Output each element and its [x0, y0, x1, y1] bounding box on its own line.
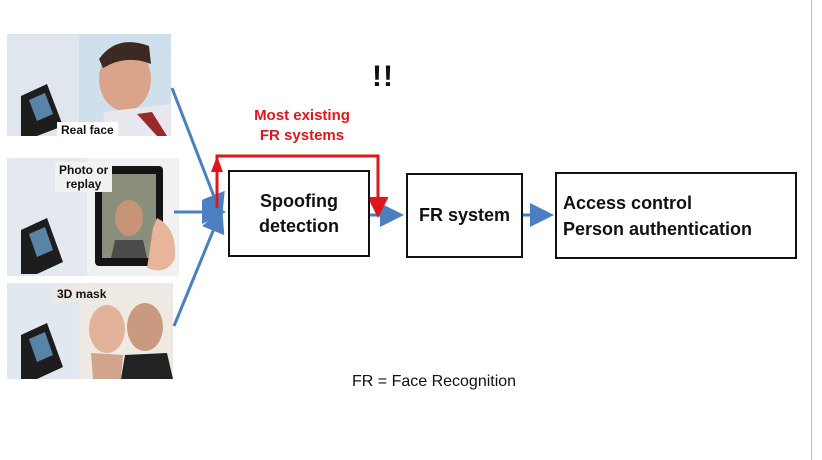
photo-replay-panel: Photo or replay: [7, 158, 179, 276]
photo-replay-label: Photo or replay: [55, 162, 113, 192]
arrow-real-face: [170, 87, 225, 218]
warning-mark: !!: [372, 60, 394, 93]
mask-label: 3D mask: [53, 286, 111, 302]
access-line-1: Access control: [563, 192, 693, 213]
fr-system-label: FR system: [418, 205, 511, 225]
access-line-2: Person authentication: [563, 218, 753, 239]
real-face-panel: Real face: [7, 34, 171, 136]
spoofing-line-2: detection: [258, 215, 339, 236]
spoofing-line-1: Spoofing: [260, 190, 338, 211]
arrow-mask: [172, 208, 225, 327]
slide-border: [811, 0, 812, 460]
footnote: FR = Face Recognition: [352, 373, 517, 390]
real-face-illustration: [7, 34, 171, 136]
real-face-label: Real face: [57, 122, 118, 136]
mask-panel: 3D mask: [7, 283, 173, 379]
bypass-path: [215, 154, 389, 218]
photo-replay-illustration: [7, 158, 179, 276]
bypass-start-arrowhead: [211, 156, 223, 172]
most-existing-fr-label: Most existing FR systems: [254, 107, 350, 144]
access-control-box: Access control Person authentication: [555, 172, 797, 259]
fr-system-box: FR system: [406, 173, 523, 258]
spoofing-detection-box: Spoofing detection: [228, 170, 370, 257]
